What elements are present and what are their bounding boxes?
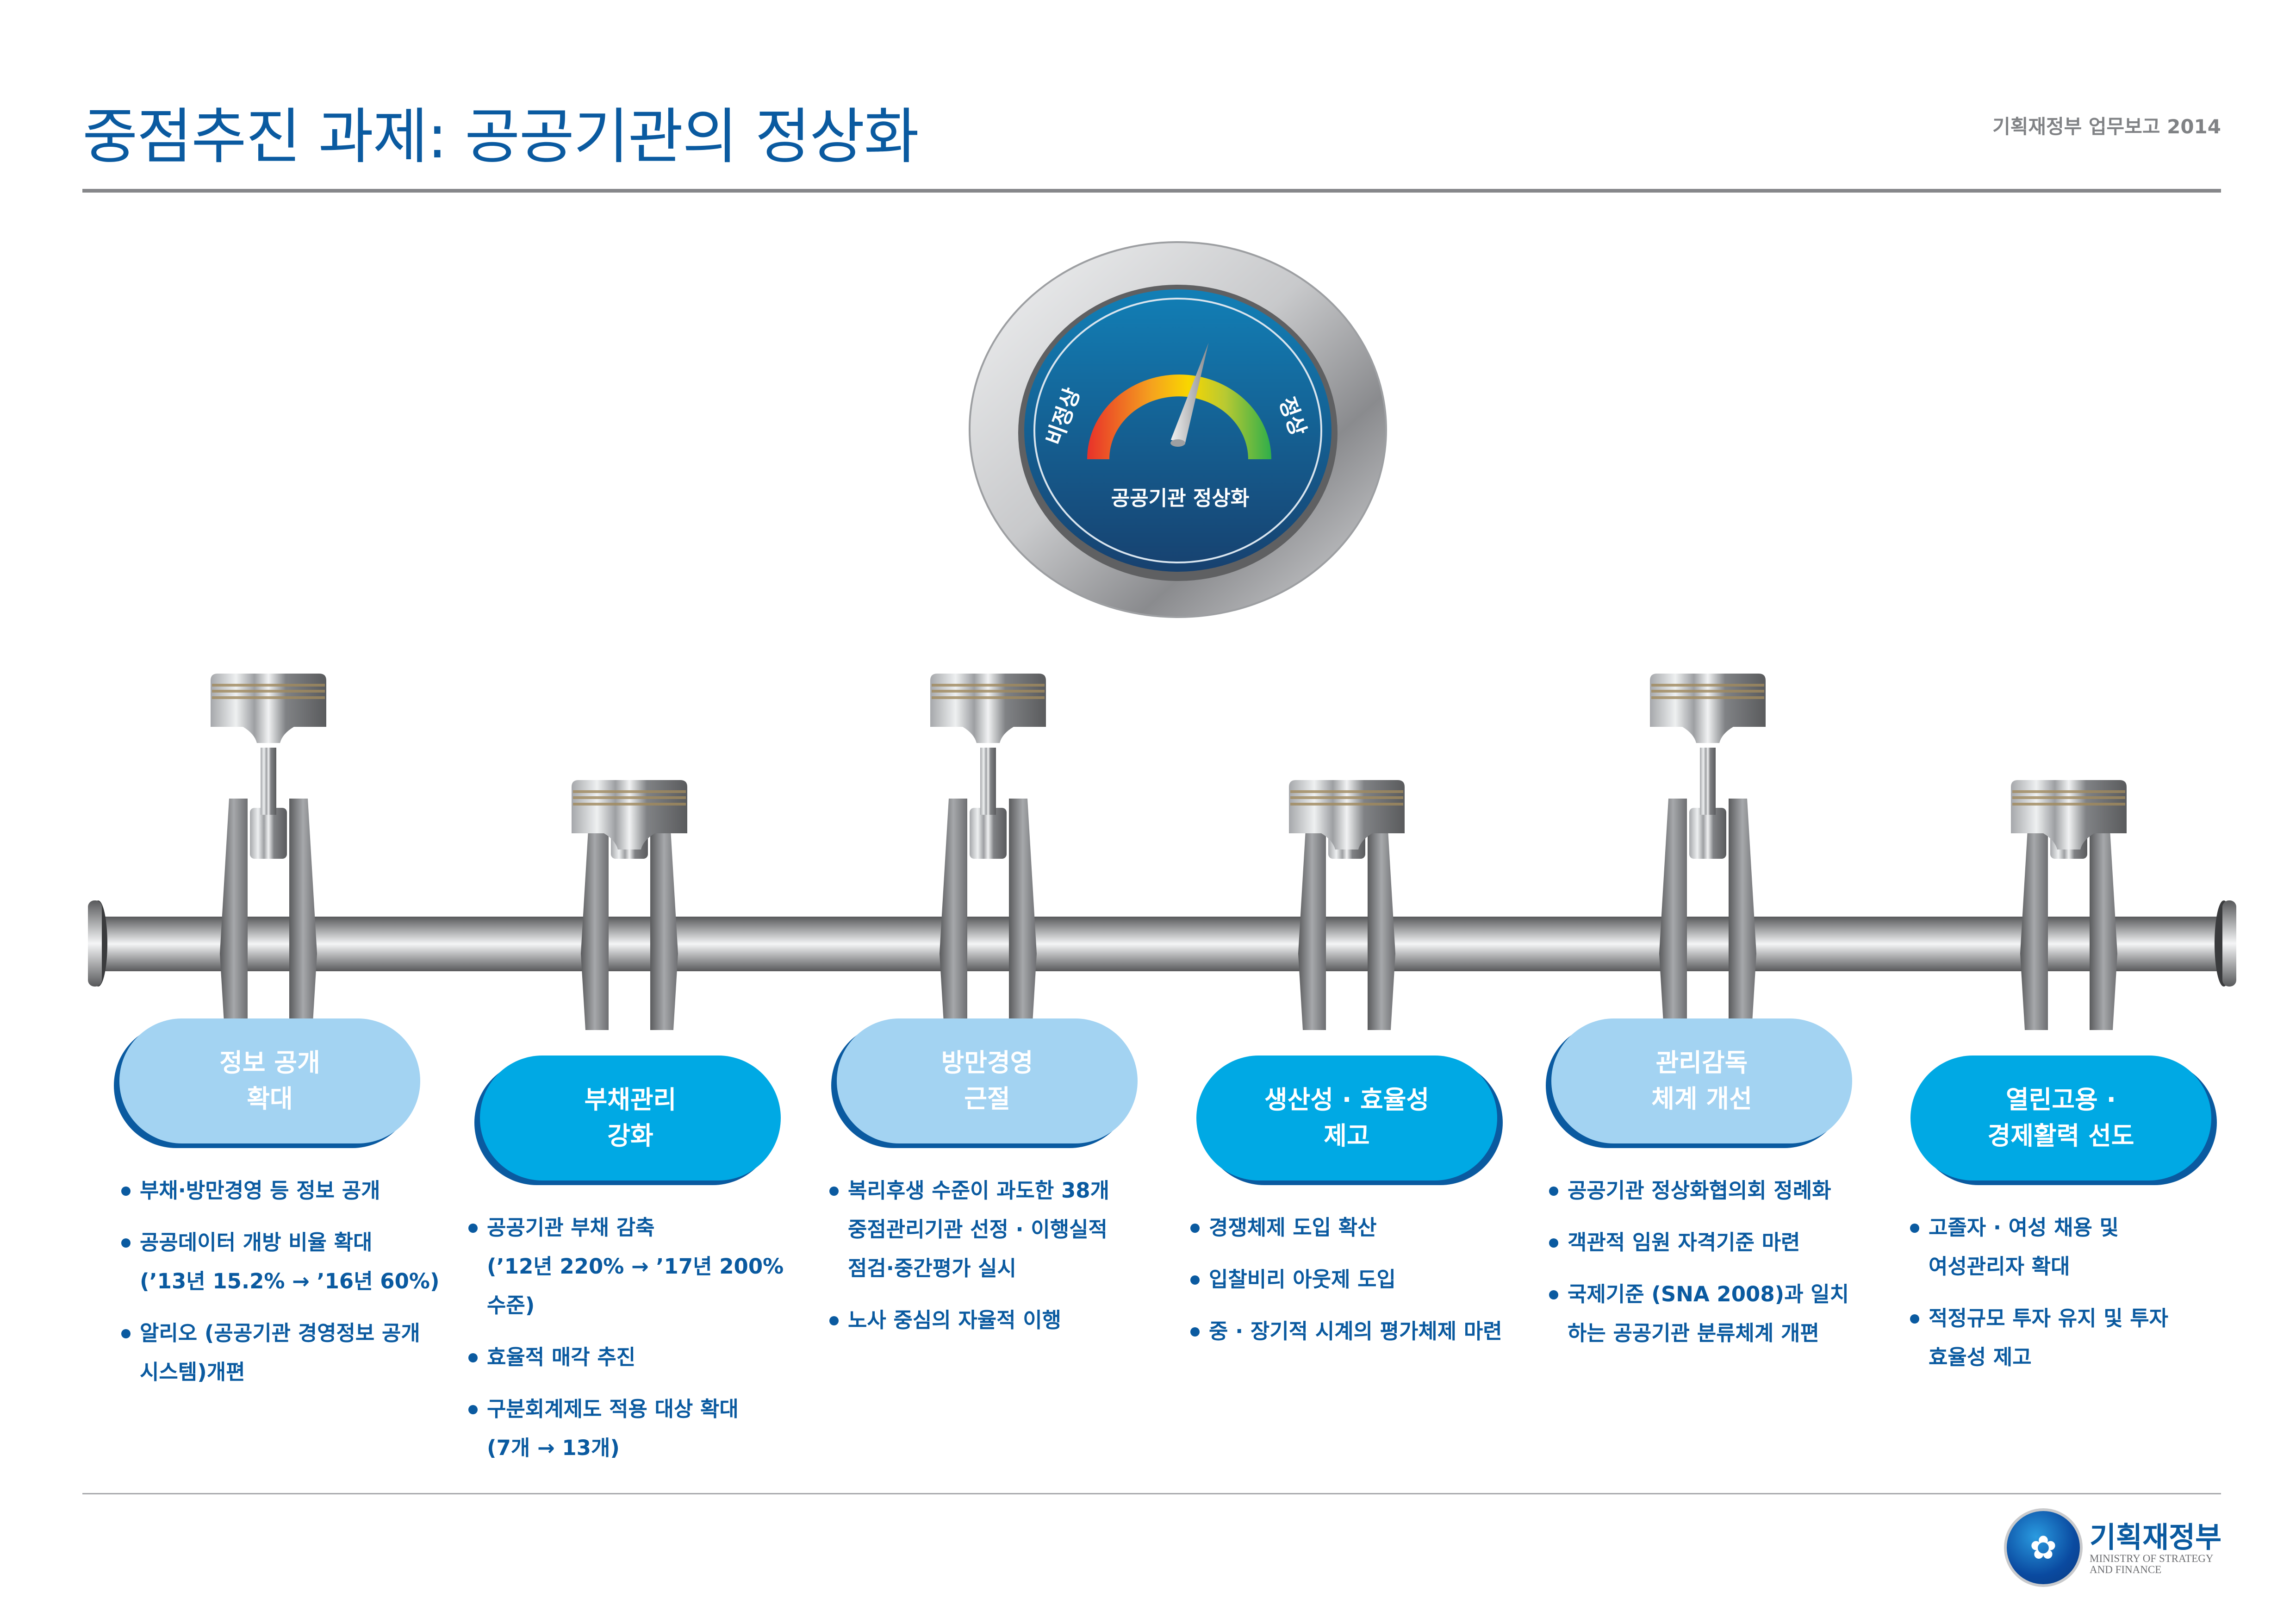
task-pill: 열린고용 · 경제활력 선도 [1910,1056,2211,1181]
bullet-item: 적정규모 투자 유지 및 투자 효율성 제고 [1909,1299,2242,1377]
crank-journal [970,808,1007,859]
page-title: 중점추진 과제: 공공기관의 정상화 [82,101,919,172]
header-divider [82,189,2221,193]
crank-web-left [581,799,609,1030]
crank-journal [250,808,287,859]
piston-ring [932,684,1045,687]
piston-ring [212,690,325,693]
bullet-item: 구분회계제도 적용 대상 확대 (7개 → 13개) [467,1390,801,1468]
gauge-needle-hub [1170,439,1185,447]
piston-ring [2012,803,2125,806]
piston-ring [573,803,686,806]
crank-web-left [2020,799,2048,1030]
pistons [211,674,2127,1030]
crankshaft [88,900,2236,987]
task-pill: 정보 공개 확대 [119,1018,420,1143]
crank-web-right [289,799,317,1030]
mugunghwa-seal-icon: ✿ [2004,1508,2083,1587]
crankshaft-right-flange [2222,900,2236,987]
crankshaft-rod [102,917,2221,971]
crank-web-left [220,799,248,1030]
task-bullets: 공공기관 부채 감축 (’12년 220% → ’17년 200% 수준) 효율… [467,1208,801,1480]
bullet-item: 공공기관 정상화협의회 정례화 [1548,1171,1881,1210]
gauge-ring [1033,298,1322,563]
crank-web-left [940,799,967,1030]
piston-ring [573,796,686,799]
connecting-rod [1700,748,1716,815]
task-bullets: 복리후생 수준이 과도한 38개 중점관리기관 선정 · 이행실적 점검·중간평… [828,1171,1162,1353]
piston-ring [212,696,325,699]
task-pill: 부채관리 강화 [480,1056,781,1181]
bullet-item: 공공기관 부채 감축 (’12년 220% → ’17년 200% 수준) [467,1208,801,1325]
piston-ring [1651,696,1764,699]
bullet-item: 객관적 임원 자격기준 마련 [1548,1223,1881,1262]
bullet-item: 고졸자 · 여성 채용 및 여성관리자 확대 [1909,1208,2242,1286]
connecting-rod [261,748,276,815]
bullet-item: 부채·방만경영 등 정보 공개 [120,1171,454,1210]
piston-ring [932,696,1045,699]
ministry-logo-korean: 기획재정부 [2090,1520,2222,1554]
piston-assembly [211,674,326,1030]
piston-assembly [572,780,687,1030]
bullet-item: 공공데이터 개방 비율 확대 (’13년 15.2% → ’16년 60%) [120,1223,454,1301]
crank-web-left [1298,799,1326,1030]
piston-ring [1651,684,1764,687]
ministry-logo-english: MINISTRY OF STRATEGY AND FINANCE [2090,1553,2214,1575]
crank-web-right [1009,799,1037,1030]
bullet-item: 입찰비리 아웃제 도입 [1189,1260,1523,1299]
piston-assembly [1289,780,1405,1030]
crank-web-right [1368,799,1395,1030]
piston-ring [2012,796,2125,799]
piston-ring [212,684,325,687]
bullet-item: 효율적 매각 추진 [467,1338,801,1377]
footer-divider [82,1493,2221,1494]
gauge-scale-arc [1087,375,1271,459]
bullet-item: 경쟁체제 도입 확산 [1189,1208,1523,1247]
crank-web-right [1729,799,1756,1030]
task-pill: 방만경영 근절 [837,1018,1138,1143]
connecting-rod [980,748,996,815]
bullet-item: 복리후생 수준이 과도한 38개 중점관리기관 선정 · 이행실적 점검·중간평… [828,1171,1162,1288]
task-bullets: 고졸자 · 여성 채용 및 여성관리자 확대 적정규모 투자 유지 및 투자 효… [1909,1208,2242,1390]
piston-assembly [930,674,1046,1030]
bullet-item: 중 · 장기적 시계의 평가체제 마련 [1189,1312,1523,1351]
bullet-item: 노사 중심의 자율적 이행 [828,1301,1162,1340]
task-pill: 생산성 · 효율성 제고 [1196,1056,1497,1181]
piston-ring [1290,790,1403,793]
piston-assembly [2011,780,2127,1030]
report-subtitle: 기획재정부 업무보고 2014 [1992,115,2221,138]
piston-ring [1651,690,1764,693]
piston-ring [1290,803,1403,806]
piston-ring [573,790,686,793]
crankshaft-left-flange [88,900,102,987]
crank-journal [1689,808,1726,859]
bullet-item: 국제기준 (SNA 2008)과 일치 하는 공공기관 분류체계 개편 [1548,1275,1881,1353]
piston-assembly [1650,674,1766,1030]
crank-web-left [1659,799,1687,1030]
piston-ring [1290,796,1403,799]
gauge-needle-shaft [1170,343,1209,444]
gauge-needle [1170,343,1209,447]
task-bullets: 부채·방만경영 등 정보 공개 공공데이터 개방 비율 확대 (’13년 15.… [120,1171,454,1405]
task-pill: 관리감독 체계 개선 [1551,1018,1852,1143]
task-bullets: 경쟁체제 도입 확산 입찰비리 아웃제 도입 중 · 장기적 시계의 평가체제 … [1189,1208,1523,1364]
crank-web-right [650,799,678,1030]
piston-ring [932,690,1045,693]
gauge-caption: 공공기관 정상화 [1111,487,1250,510]
task-bullets: 공공기관 정상화협의회 정례화 객관적 임원 자격기준 마련 국제기준 (SNA… [1548,1171,1881,1366]
bullet-item: 알리오 (공공기관 경영정보 공개 시스템)개편 [120,1314,454,1392]
crank-web-right [2090,799,2117,1030]
piston-ring [2012,790,2125,793]
